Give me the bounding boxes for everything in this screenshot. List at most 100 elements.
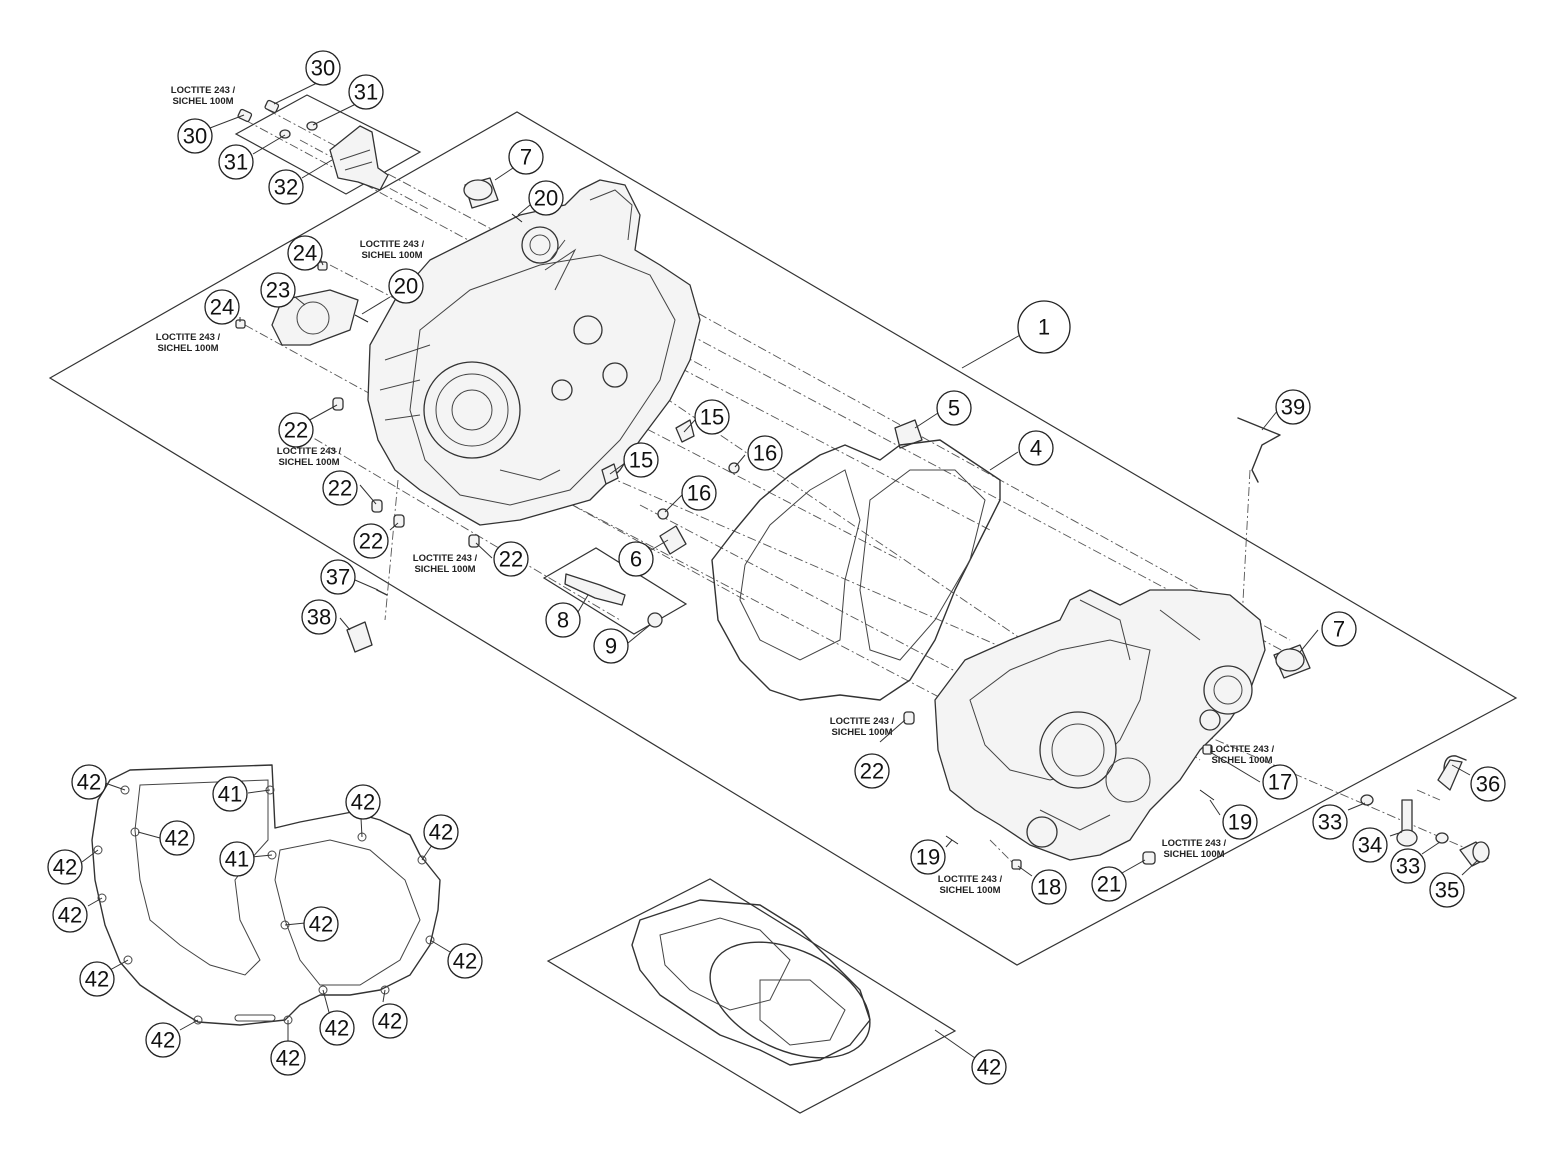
callout-32[interactable]: 32 (268, 169, 304, 205)
callout-42-h-label: 42 (453, 949, 477, 974)
callout-22-left-c[interactable]: 22 (353, 523, 389, 559)
bracket-bolts (237, 99, 318, 139)
callout-7-lower[interactable]: 7 (1321, 611, 1357, 647)
callout-7-upper-label: 7 (520, 145, 532, 170)
loctite-note-5: LOCTITE 243 / SICHEL 100M (413, 553, 478, 575)
callout-16-lower-label: 16 (687, 481, 711, 506)
callout-4[interactable]: 4 (1018, 430, 1054, 466)
callout-30-upper[interactable]: 30 (305, 50, 341, 86)
callout-42-l-label: 42 (151, 1028, 175, 1053)
callout-7-upper[interactable]: 7 (508, 139, 544, 175)
callout-16-lower[interactable]: 16 (681, 475, 717, 511)
callout-42-j[interactable]: 42 (372, 1003, 408, 1039)
callout-24-upper-label: 24 (293, 241, 317, 266)
callout-20-lower[interactable]: 20 (388, 268, 424, 304)
loctite-note-8: LOCTITE 243 / SICHEL 100M (1162, 838, 1227, 860)
callout-42-h[interactable]: 42 (447, 943, 483, 979)
callout-21[interactable]: 21 (1091, 866, 1127, 902)
callout-19-right[interactable]: 19 (1222, 804, 1258, 840)
callout-22-left-a[interactable]: 22 (278, 412, 314, 448)
loctite-note-2: LOCTITE 243 / SICHEL 100M (360, 239, 425, 261)
callout-43[interactable]: 42 (971, 1049, 1007, 1085)
callout-34[interactable]: 34 (1352, 827, 1388, 863)
callout-22-left-d[interactable]: 22 (493, 541, 529, 577)
callout-5[interactable]: 5 (936, 390, 972, 426)
loctite-note-6-line1: LOCTITE 243 / (830, 716, 895, 727)
callout-23[interactable]: 23 (260, 272, 296, 308)
loctite-note-2-line1: LOCTITE 243 / (360, 239, 425, 250)
loctite-note-1-line2: SICHEL 100M (172, 96, 233, 107)
callout-20-upper[interactable]: 20 (528, 180, 564, 216)
callout-41-upper[interactable]: 41 (212, 776, 248, 812)
callout-5-label: 5 (948, 396, 960, 421)
callout-6[interactable]: 6 (618, 541, 654, 577)
callout-42-g[interactable]: 42 (303, 906, 339, 942)
bracket-part (329, 125, 389, 191)
callout-42-m-label: 42 (276, 1046, 300, 1071)
loctite-note-1-line1: LOCTITE 243 / (171, 85, 236, 96)
loctite-note-7-line1: LOCTITE 243 / (1210, 744, 1275, 755)
callout-33-left[interactable]: 33 (1312, 804, 1348, 840)
loctite-note-5-line1: LOCTITE 243 / (413, 553, 478, 564)
callout-19-left[interactable]: 19 (910, 839, 946, 875)
callout-42-c[interactable]: 42 (423, 814, 459, 850)
callout-42-a-label: 42 (77, 770, 101, 795)
callout-41-lower[interactable]: 41 (219, 841, 255, 877)
callout-38[interactable]: 38 (301, 599, 337, 635)
callout-22-right[interactable]: 22 (854, 753, 890, 789)
callout-32-label: 32 (274, 175, 298, 200)
loctite-note-9-line1: LOCTITE 243 / (938, 874, 1003, 885)
callout-42-a[interactable]: 42 (71, 764, 107, 800)
callout-15-upper[interactable]: 15 (694, 399, 730, 435)
leader-lines (81, 79, 1479, 1059)
callout-37-label: 37 (326, 565, 350, 590)
callout-42-e[interactable]: 42 (47, 849, 83, 885)
gasket-set-illustration (631, 899, 871, 1066)
callout-42-f[interactable]: 42 (52, 897, 88, 933)
callout-8[interactable]: 8 (545, 602, 581, 638)
callout-24-upper[interactable]: 24 (287, 235, 323, 271)
center-gasket (711, 439, 1001, 701)
callout-22-left-b[interactable]: 22 (322, 470, 358, 506)
callout-24-lower[interactable]: 24 (204, 289, 240, 325)
callout-22-right-label: 22 (860, 759, 884, 784)
callout-33-right[interactable]: 33 (1390, 848, 1426, 884)
left-crankcase-half (367, 179, 701, 526)
callout-17[interactable]: 17 (1262, 764, 1298, 800)
callout-36[interactable]: 36 (1470, 766, 1506, 802)
callout-30-lower[interactable]: 30 (177, 118, 213, 154)
callout-18[interactable]: 18 (1031, 869, 1067, 905)
callout-30-lower-label: 30 (183, 124, 207, 149)
callout-42-i[interactable]: 42 (79, 961, 115, 997)
callout-9[interactable]: 9 (593, 628, 629, 664)
callout-31-lower[interactable]: 31 (218, 144, 254, 180)
callout-20-lower-label: 20 (394, 274, 418, 299)
callout-37[interactable]: 37 (320, 559, 356, 595)
loctite-note-4-line1: LOCTITE 243 / (277, 446, 342, 457)
callout-42-b-label: 42 (351, 790, 375, 815)
callout-16-upper[interactable]: 16 (747, 435, 783, 471)
callout-22-left-c-label: 22 (359, 529, 383, 554)
callout-42-k[interactable]: 42 (319, 1010, 355, 1046)
callout-42-l[interactable]: 42 (145, 1022, 181, 1058)
callout-42-i-label: 42 (85, 967, 109, 992)
main-assembly-frame (48, 111, 1518, 966)
gasket-set-frame (546, 878, 957, 1114)
callout-38-label: 38 (307, 605, 331, 630)
callout-9-label: 9 (605, 634, 617, 659)
callout-42-d[interactable]: 42 (159, 820, 195, 856)
callout-39[interactable]: 39 (1275, 389, 1311, 425)
callout-42-m[interactable]: 42 (270, 1040, 306, 1076)
callout-17-label: 17 (1268, 770, 1292, 795)
callout-42-f-label: 42 (58, 903, 82, 928)
callout-4-label: 4 (1030, 436, 1042, 461)
callout-31-upper[interactable]: 31 (348, 74, 384, 110)
clutch-cover-gasket (91, 764, 441, 1026)
loctite-note-3-line2: SICHEL 100M (157, 343, 218, 354)
callout-35[interactable]: 35 (1429, 872, 1465, 908)
callout-15-lower[interactable]: 15 (623, 442, 659, 478)
callout-42-b[interactable]: 42 (345, 784, 381, 820)
callout-31-lower-label: 31 (224, 150, 248, 175)
callout-15-lower-label: 15 (629, 448, 653, 473)
callout-1[interactable]: 1 (1017, 300, 1071, 354)
